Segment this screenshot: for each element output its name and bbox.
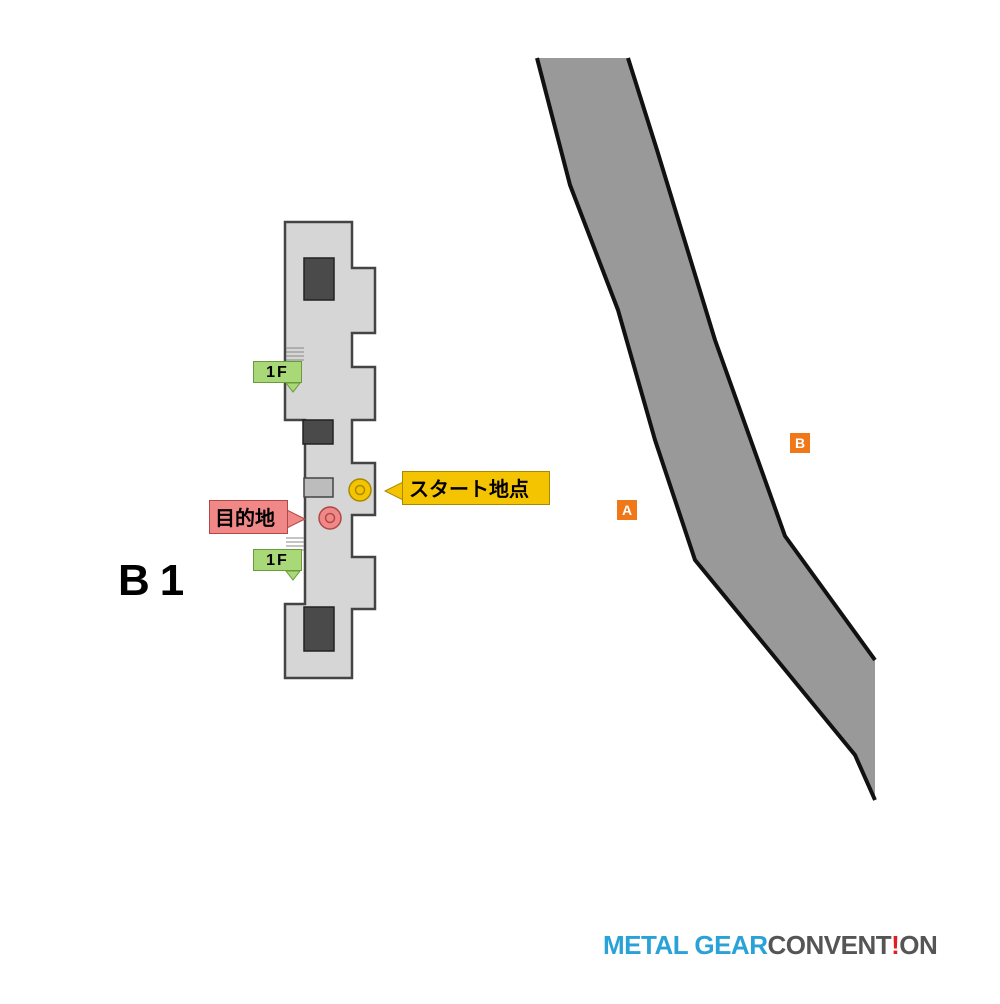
stair-bottom-pointer-icon (284, 570, 302, 581)
destination-label: 目的地 (209, 500, 288, 534)
corridor-wall-left (535, 57, 877, 801)
floor-label: B1 (118, 556, 195, 605)
zone-a-marker: A (617, 500, 637, 520)
start-marker-icon (348, 478, 372, 502)
goal-callout-pointer-icon (286, 509, 307, 529)
brand-logo-part2: CONVENT (767, 930, 892, 960)
corridor-wall-right (626, 57, 877, 662)
pillar-bottom (303, 606, 335, 652)
stairs-tag-top: 1F (253, 361, 302, 383)
pillar-middle (302, 419, 334, 445)
crate (303, 477, 334, 498)
start-callout-pointer-icon (383, 481, 404, 501)
stairs-top-icon (286, 347, 304, 361)
start-marker-inner-icon (354, 484, 366, 496)
pillar-top (303, 257, 335, 301)
corridor-shape (537, 58, 875, 800)
stair-top-pointer-icon (284, 382, 302, 393)
brand-logo-part1: METAL GEAR (603, 930, 768, 960)
destination-marker-icon (318, 506, 342, 530)
start-point-label: スタート地点 (402, 471, 550, 505)
destination-marker-inner-icon (324, 512, 336, 524)
brand-logo-bang: ! (891, 930, 900, 960)
stairs-tag-bottom: 1F (253, 549, 302, 571)
brand-logo: METAL GEARCONVENT!ON (603, 930, 938, 961)
zone-b-marker: B (790, 433, 810, 453)
building-floor (283, 220, 377, 680)
brand-logo-part3: ON (899, 930, 938, 960)
